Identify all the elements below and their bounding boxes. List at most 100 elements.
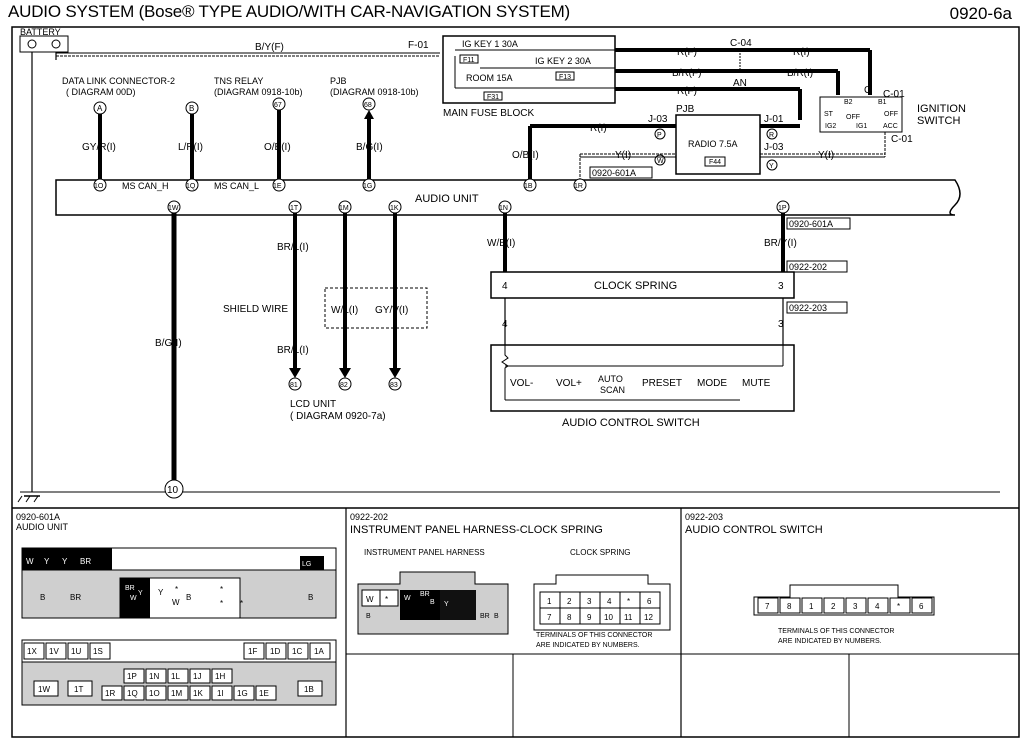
ignition-switch — [819, 96, 903, 133]
ign-off2: OFF — [884, 111, 898, 118]
dlc-label: DATA LINK CONNECTOR-2 — [62, 76, 175, 86]
clock-spring-label: CLOCK SPRING — [594, 280, 677, 292]
p1-row3-cell: 1E — [259, 689, 269, 698]
p2-grid-cell: 7 — [547, 613, 552, 622]
panel2-iph: INSTRUMENT PANEL HARNESS — [364, 548, 485, 557]
tns-label: TNS RELAY — [214, 76, 263, 86]
pin-1n-label: 1N — [499, 205, 508, 212]
audio-control-switch-label: AUDIO CONTROL SWITCH — [562, 417, 700, 429]
switch-auto: AUTO — [598, 374, 623, 384]
panel2-code: 0922-202 — [350, 512, 388, 522]
pin-1o-label: 1O — [94, 183, 104, 190]
p3-note2: ARE INDICATED BY NUMBERS. — [778, 638, 882, 645]
fuse-f11 — [459, 54, 479, 64]
ref-601a-mid-label: 0920-601A — [789, 219, 833, 229]
wire-label-bg: B/G(I) — [155, 338, 182, 349]
battery-neg-icon — [27, 39, 37, 49]
connector-c01a-label: C-01 — [883, 89, 905, 100]
pin-67-label: 67 — [274, 102, 282, 109]
wire-label-bry: BR/Y(I) — [764, 238, 797, 249]
connector-c04-label: C-04 — [730, 38, 752, 49]
wire-label-yi2: Y(I) — [818, 150, 834, 161]
p1-row1-cell: 1C — [292, 647, 302, 656]
pin-p-label: P — [657, 132, 662, 139]
pin-81 — [288, 377, 302, 391]
ign-st: ST — [824, 111, 834, 118]
p3-cell: 3 — [853, 602, 858, 611]
p1-row3-cell: 1Q — [127, 689, 138, 698]
ref-601a-top-label: 0920-601A — [592, 168, 636, 178]
p1-cell: B — [40, 593, 45, 602]
p2-cell: W — [366, 595, 374, 604]
pjb-label: PJB — [676, 104, 695, 115]
p1-row1-cell: 1A — [314, 647, 324, 656]
p2-cell: BR — [480, 613, 490, 620]
p3-cells — [757, 597, 933, 614]
panel3-code: 0922-203 — [685, 512, 723, 522]
ground-point — [164, 479, 184, 499]
lcd-label: LCD UNIT — [290, 399, 336, 410]
j03a-label: J-03 — [648, 114, 668, 125]
p2-grid-cell: 11 — [624, 613, 633, 622]
p3-cell: 7 — [765, 602, 770, 611]
battery-pos-icon — [51, 39, 61, 49]
wire-label-ri2: R(I) — [590, 123, 607, 134]
wire-label-ri1: R(I) — [793, 47, 810, 58]
pin-68-label: 68 — [364, 102, 372, 109]
lcd-diag: ( DIAGRAM 0920-7a) — [290, 411, 386, 422]
shield-box — [324, 287, 428, 329]
pin-1p-label: 1P — [778, 205, 787, 212]
p1-row3-cell: 1K — [193, 689, 203, 698]
p1-cell: B — [308, 593, 313, 602]
wire-label-brf: B/R(F) — [672, 68, 701, 79]
pin-1e-label: 1E — [273, 183, 282, 190]
pin-1q — [185, 178, 199, 192]
main-fuse-block-label: MAIN FUSE BLOCK — [443, 108, 534, 119]
connector-f01-label: F-01 — [408, 40, 429, 51]
p3-cell: * — [897, 602, 900, 611]
p1-row2-cell: 1L — [171, 672, 180, 681]
wire-label-bri: B/R(I) — [787, 68, 813, 79]
pin-y-label: Y — [769, 163, 774, 170]
fuse-f31-label: F31 — [487, 94, 499, 101]
p2-cell: W — [404, 595, 411, 602]
ref-203-label: 0922-203 — [789, 303, 827, 313]
p1-cell: * — [220, 599, 223, 608]
p2-grid-cell: * — [627, 597, 630, 606]
connector-c01b-label: C-01 — [891, 134, 913, 145]
ref-203 — [786, 301, 848, 314]
wire-label-wb: W/B(I) — [487, 238, 515, 249]
p1-row1-cell: 1U — [71, 647, 81, 656]
pin-1m-label: 1M — [339, 205, 349, 212]
p1-row1-cell: 1V — [49, 647, 59, 656]
p2-grid-cell: 3 — [587, 597, 592, 606]
dlc-diag: ( DIAGRAM 00D) — [66, 87, 136, 97]
pin-1g-label: 1G — [363, 183, 372, 190]
pin-1t-label: 1T — [290, 205, 299, 212]
p3-cell: 6 — [919, 602, 924, 611]
wire-label-by: B/Y(F) — [255, 42, 284, 53]
pin-83-label: 83 — [390, 382, 398, 389]
pin-1q-label: 1Q — [186, 183, 196, 190]
cs-pin3b: 3 — [778, 319, 784, 330]
p1-cell: * — [220, 585, 223, 594]
p2-grid-cell: 12 — [644, 613, 653, 622]
p3-note1: TERMINALS OF THIS CONNECTOR — [778, 628, 894, 635]
p2-cell: Y — [444, 601, 449, 608]
wire-label-brl1: BR/L(I) — [277, 242, 309, 253]
p1-cell: BR — [70, 593, 81, 602]
ref-202 — [786, 260, 848, 273]
battery-symbol — [19, 35, 69, 53]
p1-row1-cell: 1F — [248, 647, 257, 656]
wire-label-ob: O/B(I) — [512, 150, 539, 161]
p3-cell: 4 — [875, 602, 880, 611]
pin-1b-label: 1B — [524, 183, 533, 190]
j01-label: J-01 — [764, 114, 784, 125]
p1-row1-cell: 1D — [270, 647, 280, 656]
wire-ob: O/B(I) — [264, 142, 291, 153]
mscanl-label: MS CAN_L — [214, 181, 259, 191]
shield-label: SHIELD WIRE — [223, 304, 288, 315]
pin-r — [766, 128, 778, 140]
switch-preset: PRESET — [642, 378, 682, 389]
